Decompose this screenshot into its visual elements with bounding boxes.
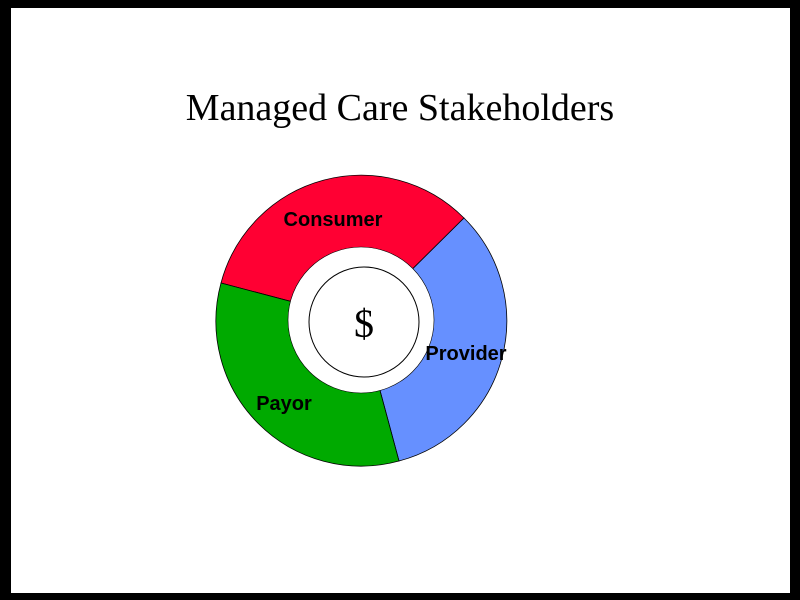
payor-label: Payor (256, 393, 312, 415)
segment-consumer (220, 174, 465, 321)
center-circle (308, 266, 420, 378)
consumer-label: Consumer (284, 209, 383, 231)
provider-label: Provider (425, 343, 506, 365)
slide-title: Managed Care Stakeholders (185, 87, 615, 129)
center-dollar-label: $ (354, 301, 374, 346)
segment-provider (360, 217, 508, 462)
